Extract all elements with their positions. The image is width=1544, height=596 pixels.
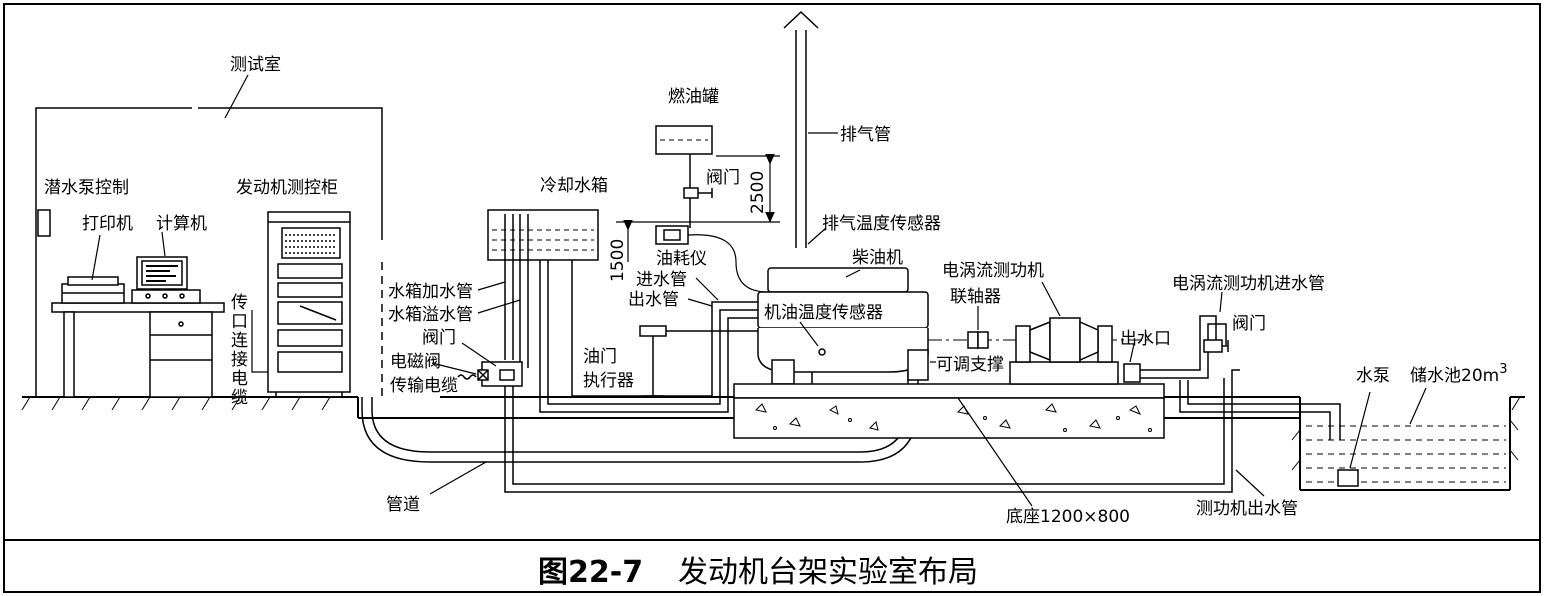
exhaust-pipe-label: 排气管 (840, 125, 891, 145)
pump-control-box (37, 209, 51, 237)
leader-dyno (1041, 281, 1061, 317)
figure-number: 图22-7 (538, 555, 643, 590)
diesel-engine-label: 柴油机 (852, 248, 903, 268)
solenoid-valve-assembly (457, 361, 523, 387)
leader-dyno-outlet (1235, 469, 1265, 497)
printer-label: 打印机 (82, 214, 133, 234)
leader-water-pump (1349, 391, 1371, 469)
water-outlet-port (1123, 363, 1141, 383)
submersible-pump-control-label: 潜水泵控制 (44, 178, 129, 198)
water-pump (1337, 469, 1359, 487)
leader-water-outlet (1129, 343, 1135, 363)
exhaust-temp-sensor-label: 排气温度传感器 (822, 214, 941, 234)
valve-2-label: 阀门 (706, 168, 740, 188)
eddy-current-dynamometer (1009, 317, 1119, 385)
throttle-actuator-label-2: 执行器 (583, 371, 634, 391)
coupling-label: 联轴器 (950, 287, 1001, 307)
pipeline-label: 管道 (386, 495, 420, 515)
fuel-supply-line (687, 234, 769, 293)
fuel-tank-label: 燃油罐 (668, 87, 719, 107)
dyno-inlet-valve (1203, 339, 1229, 353)
fuel-meter (655, 225, 689, 245)
printer (61, 276, 125, 304)
port-cable-char-4: 接 (231, 350, 248, 370)
desk (51, 302, 225, 398)
dim-2500-label: 2500 (748, 171, 768, 214)
port-cable-char-3: 连 (231, 331, 248, 351)
engine-control-cabinet (267, 211, 351, 397)
leader-fill-pipe (477, 281, 506, 291)
test-room-wall (35, 100, 383, 397)
fuel-tank (655, 125, 713, 155)
leader-outlet-pipe (687, 298, 713, 307)
cooling-tank (487, 209, 599, 261)
port-cable-char-1: 传 (231, 293, 248, 313)
leader-reservoir (1409, 387, 1427, 425)
inlet-pipe-label: 进水管 (636, 270, 687, 290)
leader-valve-1 (461, 342, 497, 367)
throttle-actuator (639, 325, 760, 397)
dimension-lines (616, 154, 780, 262)
adjustable-support (907, 349, 929, 381)
water-pump-label: 水泵 (1356, 366, 1390, 386)
eddy-dynamometer-label: 电涡流测功机 (942, 261, 1044, 281)
leader-base (957, 397, 1033, 507)
reservoir-label: 储水池20m3 (1410, 362, 1507, 386)
leader-overflow-pipe (477, 299, 521, 314)
dyno-inlet-pipe-label: 电涡流测功机进水管 (1172, 274, 1325, 294)
fuel-valve (683, 187, 713, 199)
reservoir-water (1306, 425, 1506, 483)
test-room-label: 测试室 (230, 55, 281, 75)
transmission-cable-label: 传输电缆 (390, 376, 458, 396)
dyno-outlet-pipe-label: 测功机出水管 (1196, 499, 1298, 519)
computer-label: 计算机 (156, 214, 207, 234)
throttle-actuator-label-1: 油门 (583, 347, 617, 367)
port-cable-char-6: 缆 (231, 388, 248, 408)
oil-temp-sensor-label: 机油温度传感器 (764, 303, 883, 323)
dim-1500-label: 1500 (608, 239, 628, 282)
concrete-base (733, 383, 1165, 439)
engine-control-cabinet-label: 发动机测控柜 (236, 178, 338, 198)
fuel-meter-label: 油耗仪 (656, 249, 707, 269)
port-cable-char-5: 电 (231, 369, 248, 389)
leader-dyno-inlet (1219, 291, 1223, 313)
tank-fill-pipe-label: 水箱加水管 (388, 282, 473, 302)
reservoir-label-sup: 3 (1499, 362, 1507, 377)
leader-inlet-pipe (695, 277, 719, 301)
leader-test-room (224, 74, 249, 119)
diesel-engine (757, 267, 929, 385)
solenoid-valve-label: 电磁阀 (390, 352, 441, 372)
valve-3-label: 阀门 (1232, 314, 1266, 334)
figure-title: 发动机台架实验室布局 (678, 555, 978, 590)
valve-1-label: 阀门 (422, 328, 456, 348)
water-outlet-label: 出水口 (1120, 329, 1171, 349)
tank-overflow-pipe-label: 水箱溢水管 (388, 305, 473, 325)
reservoir-label-text: 储水池20m (1410, 366, 1499, 386)
tank-pipes (504, 214, 529, 368)
outlet-pipe-label: 出水管 (628, 290, 679, 310)
exhaust-pipe (783, 10, 819, 248)
concrete-aggregate (754, 403, 1152, 432)
leader-solenoid (431, 362, 477, 375)
port-cable-line (251, 310, 268, 373)
leader-pipeline (429, 461, 487, 495)
leader-oil-sensor (799, 321, 819, 347)
adjustable-support-label: 可调支撑 (936, 355, 1004, 375)
computer (131, 256, 201, 304)
leader-printer (91, 234, 101, 281)
ground-hatch (21, 396, 1521, 471)
leader-exhaust-sensor (807, 227, 827, 245)
port-cable-char-2: 口 (231, 312, 248, 332)
base-label: 底座1200×800 (1006, 507, 1130, 527)
cooling-tank-label: 冷却水箱 (540, 176, 608, 196)
frame-border (3, 3, 1541, 593)
coupling (967, 331, 989, 349)
leader-diesel-engine (845, 269, 861, 278)
leader-computer (161, 231, 166, 257)
